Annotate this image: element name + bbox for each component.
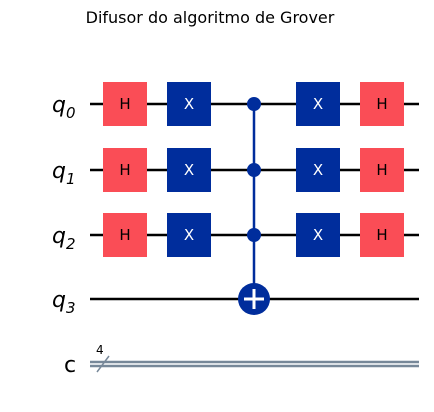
gate-label-col4-q1: H — [376, 161, 387, 179]
gate-label-col0-q0: H — [119, 95, 130, 113]
classical-bundle-slash — [96, 355, 110, 373]
qubit-label-subscript: 0 — [66, 104, 76, 122]
h-gate-col0-q0 — [103, 82, 147, 126]
qubit-label-3: q3 — [52, 288, 76, 317]
control-dot-q2 — [247, 228, 261, 242]
classical-register-label: c — [64, 353, 76, 378]
gate-label-col0-q2: H — [119, 226, 130, 244]
qubit-label-2: q2 — [52, 224, 76, 253]
qubit-label-base: q — [52, 159, 66, 184]
qubit-label-base: q — [52, 93, 66, 118]
control-dot-q0 — [247, 97, 261, 111]
x-gate-col3-q1 — [296, 148, 340, 192]
qubit-label-base: q — [52, 288, 66, 313]
qubit-label-base: q — [52, 224, 66, 249]
x-gate-col3-q0 — [296, 82, 340, 126]
qubit-label-0: q0 — [52, 93, 76, 122]
gate-label-col1-q1: X — [184, 161, 194, 179]
qubit-label-subscript: 3 — [66, 299, 76, 317]
h-gate-col4-q2 — [360, 213, 404, 257]
gate-label-col3-q2: X — [313, 226, 323, 244]
diagram-title: Difusor do algoritmo de Grover — [86, 8, 335, 27]
h-gate-col4-q0 — [360, 82, 404, 126]
gate-label-col0-q1: H — [119, 161, 130, 179]
gate-label-col1-q0: X — [184, 95, 194, 113]
qubit-label-subscript: 2 — [66, 235, 76, 253]
x-gate-col1-q1 — [167, 148, 211, 192]
h-gate-col4-q1 — [360, 148, 404, 192]
control-dot-q1 — [247, 163, 261, 177]
x-gate-col1-q0 — [167, 82, 211, 126]
gate-label-col3-q0: X — [313, 95, 323, 113]
h-gate-col0-q2 — [103, 213, 147, 257]
h-gate-col0-q1 — [103, 148, 147, 192]
qubit-label-1: q1 — [52, 159, 76, 188]
gate-label-col4-q2: H — [376, 226, 387, 244]
x-gate-col1-q2 — [167, 213, 211, 257]
gate-label-col4-q0: H — [376, 95, 387, 113]
classical-bundle-size: 4 — [96, 343, 104, 357]
x-gate-col3-q2 — [296, 213, 340, 257]
gate-label-col3-q1: X — [313, 161, 323, 179]
gate-label-col1-q2: X — [184, 226, 194, 244]
qubit-label-subscript: 1 — [66, 170, 76, 188]
